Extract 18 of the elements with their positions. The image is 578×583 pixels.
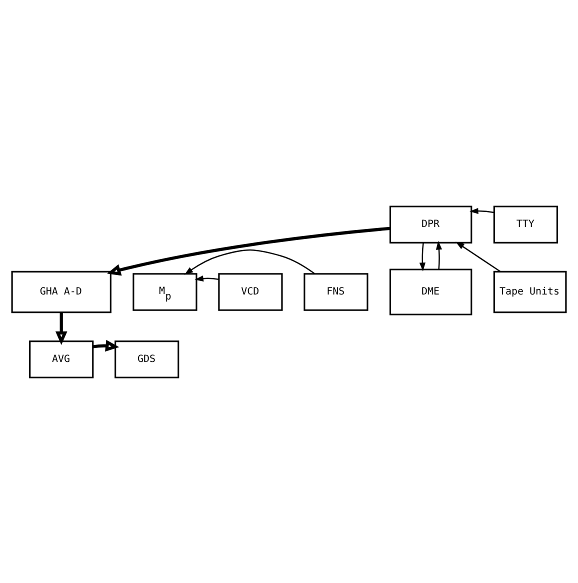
arrow [107,226,390,276]
node-box: Tape Units [493,270,567,313]
node-box: GDS [114,340,180,378]
node-box: TTY [493,205,558,243]
node-box: AVG [29,340,94,378]
arrow [92,339,120,352]
arrow [55,312,68,344]
node-box: VCD [218,272,283,310]
arrow [470,207,494,214]
node-box: DME [389,268,472,315]
arrow [456,241,501,272]
arrow [419,242,426,271]
node-box: DPR [389,205,472,243]
node-box: GHA A-D [11,270,112,313]
arrow [194,275,219,282]
node-box: FNS [304,272,368,310]
arrow [436,240,442,270]
arrow [184,248,316,274]
